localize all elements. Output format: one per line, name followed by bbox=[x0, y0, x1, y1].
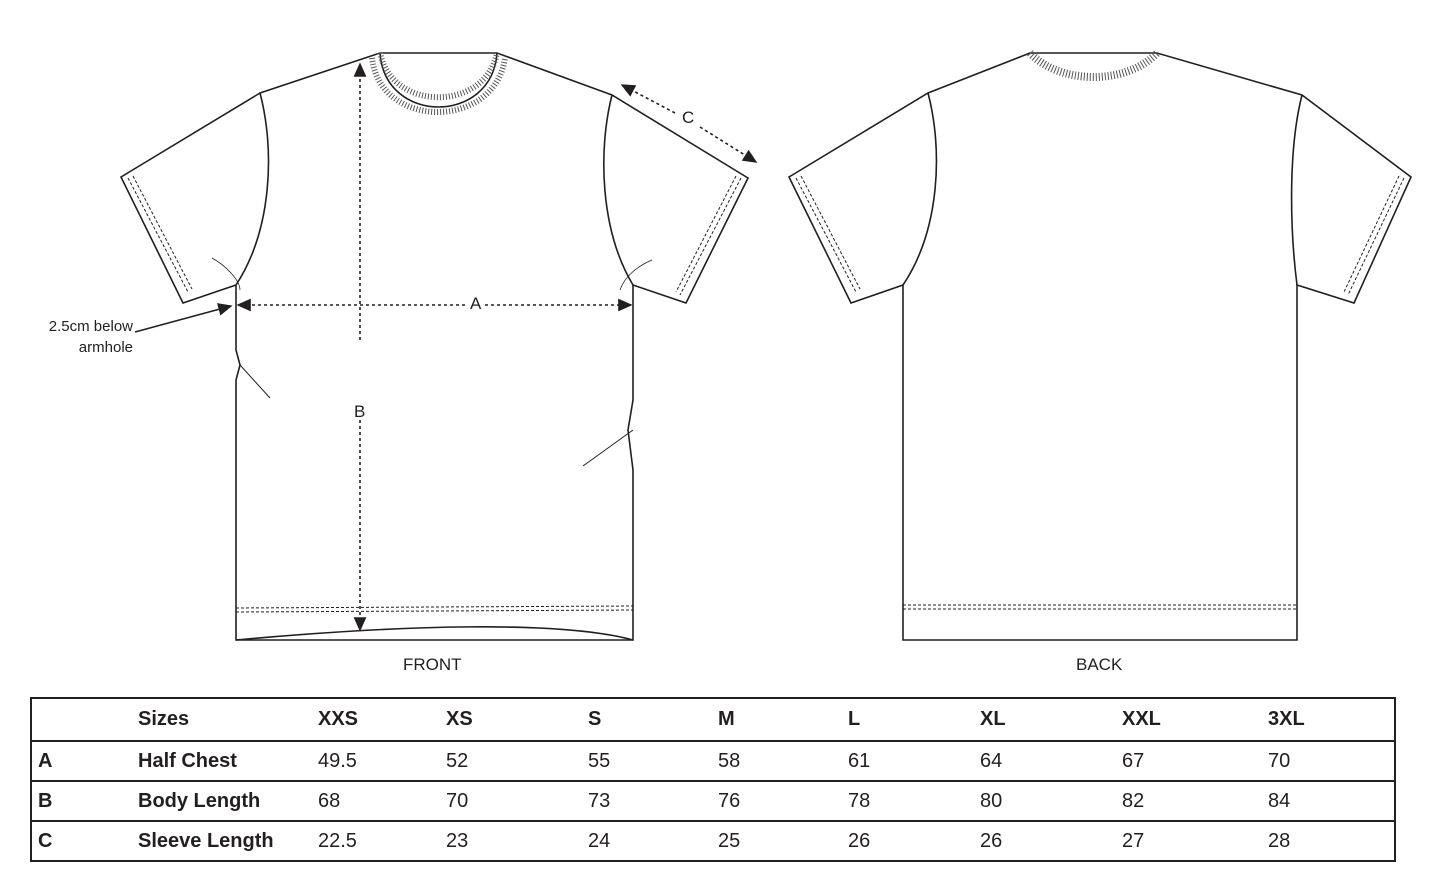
size-header: XXS bbox=[318, 708, 359, 730]
size-header: XL bbox=[980, 708, 1006, 730]
measurement-cell: 58 bbox=[718, 740, 848, 781]
row-name: Half Chest bbox=[138, 740, 318, 781]
measurement-cell: 24 bbox=[588, 820, 718, 861]
row-name: Body Length bbox=[138, 780, 318, 821]
back-tshirt bbox=[787, 50, 1412, 641]
row-code: A bbox=[31, 740, 138, 781]
measurement-cell: 55 bbox=[588, 740, 718, 781]
row-code: B bbox=[31, 780, 138, 821]
dimension-b-label: B bbox=[354, 402, 366, 421]
measurement-cell: 78 bbox=[848, 780, 980, 821]
measurement-cell: 73 bbox=[588, 780, 718, 821]
measurement-cell: 52 bbox=[446, 740, 588, 781]
measurement-cell: 25 bbox=[718, 820, 848, 861]
measurement-cell: 76 bbox=[718, 780, 848, 821]
annotation-arrow bbox=[134, 303, 233, 333]
measurement-cell: 26 bbox=[980, 820, 1122, 861]
row-name: Sleeve Length bbox=[138, 820, 318, 861]
measurement-cell: 84 bbox=[1268, 780, 1395, 821]
measurement-cell: 67 bbox=[1122, 740, 1268, 781]
dimension-c-line bbox=[620, 84, 676, 114]
measurement-cell: 70 bbox=[446, 780, 588, 821]
measurement-cell: 68 bbox=[318, 780, 446, 821]
annotation-line2: armhole bbox=[78, 339, 133, 356]
size-header: XXL bbox=[1122, 708, 1161, 730]
back-label: BACK bbox=[1076, 655, 1123, 674]
measurement-cell: 23 bbox=[446, 820, 588, 861]
front-tshirt bbox=[119, 52, 750, 641]
row-code: C bbox=[31, 820, 138, 861]
annotation-line1: 2.5cm below bbox=[48, 318, 133, 335]
measurement-cell: 28 bbox=[1268, 820, 1395, 861]
dimension-c-label: C bbox=[682, 108, 695, 127]
measurement-cell: 61 bbox=[848, 740, 980, 781]
size-header: 3XL bbox=[1268, 708, 1305, 730]
front-label: FRONT bbox=[403, 655, 462, 674]
measurement-cell: 70 bbox=[1268, 740, 1395, 781]
sizes-header: Sizes bbox=[138, 708, 190, 730]
size-header: XS bbox=[446, 708, 473, 730]
size-header: S bbox=[588, 708, 602, 730]
dimension-a-label: A bbox=[470, 294, 482, 313]
measurement-cell: 82 bbox=[1122, 780, 1268, 821]
size-header: L bbox=[848, 708, 861, 730]
armhole-annotation: 2.5cm below armhole bbox=[20, 316, 133, 358]
measurement-cell: 49.5 bbox=[318, 740, 446, 781]
table-header-row: Sizes XXS XS S M L XL XXL 3XL bbox=[31, 698, 1395, 741]
measurement-cell: 22.5 bbox=[318, 820, 446, 861]
measurement-cell: 26 bbox=[848, 820, 980, 861]
measurement-cell: 80 bbox=[980, 780, 1122, 821]
size-header: M bbox=[718, 708, 735, 730]
measurement-cell: 27 bbox=[1122, 820, 1268, 861]
measurement-cell: 64 bbox=[980, 740, 1122, 781]
